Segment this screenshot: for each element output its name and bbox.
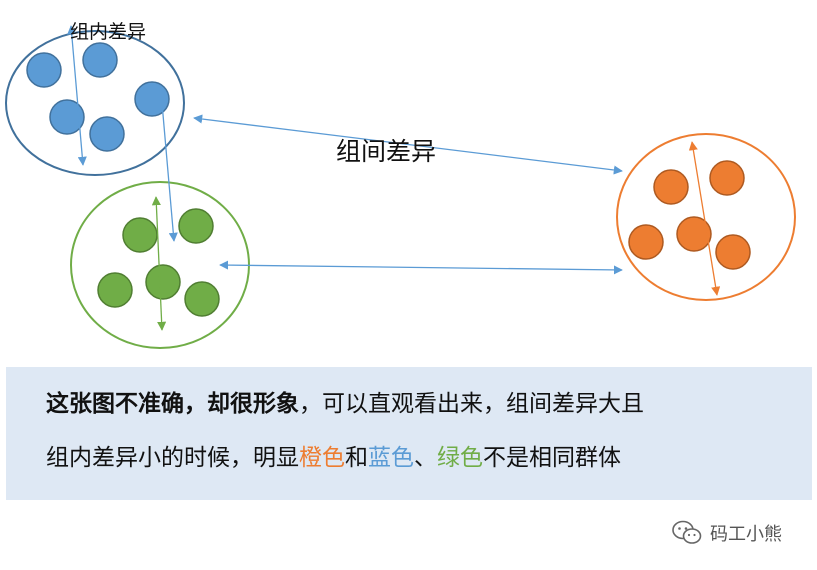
caption-orange-word: 橙色: [299, 445, 345, 471]
caption-text: ，可以直观看出来，组间差异大且: [299, 391, 644, 417]
caption-box: 这张图不准确，却很形象，可以直观看出来，组间差异大且 组内差异小的时候，明显橙色…: [6, 367, 812, 500]
orange-dot: [676, 216, 712, 252]
caption-green-word: 绿色: [437, 445, 483, 471]
within-group-label: 组内差异: [70, 21, 146, 43]
green-dot: [145, 264, 181, 300]
caption-text: 组内差异小的时候，明显: [46, 445, 299, 471]
green-dot: [184, 281, 220, 317]
orange-group-boundary: [616, 133, 796, 301]
green-orange-between-arrow: [219, 260, 623, 275]
blue-dot: [89, 116, 125, 152]
orange-dot: [715, 234, 751, 270]
between-group-label: 组间差异: [336, 138, 436, 166]
orange-within-arrow: [688, 141, 721, 296]
green-dot: [178, 208, 214, 244]
orange-dot: [709, 160, 745, 196]
blue-group-boundary: [5, 30, 185, 176]
orange-group: [616, 133, 796, 301]
watermark: 码工小熊: [672, 520, 782, 546]
caption-line-2: 组内差异小的时候，明显橙色和蓝色、绿色不是相同群体: [46, 443, 812, 473]
green-within-arrow: [151, 196, 167, 331]
blue-dot: [134, 81, 170, 117]
cluster-diagram: 组内差异 组间差异: [5, 21, 796, 349]
orange-dot: [628, 224, 664, 260]
green-dot: [122, 217, 158, 253]
watermark-label: 码工小熊: [710, 524, 782, 545]
green-dot: [97, 272, 133, 308]
caption-text: 和: [345, 445, 368, 471]
blue-dot: [82, 42, 118, 78]
caption-line-1: 这张图不准确，却很形象，可以直观看出来，组间差异大且: [46, 389, 812, 419]
wechat-icon: [672, 520, 702, 544]
caption-text: 、: [414, 445, 437, 471]
caption-text: 不是相同群体: [483, 445, 621, 471]
blue-orange-between-arrow: [193, 114, 623, 175]
blue-dot: [26, 52, 62, 88]
green-group: [70, 181, 250, 349]
caption-blue-word: 蓝色: [368, 445, 414, 471]
orange-dot: [653, 169, 689, 205]
caption-emphasis: 这张图不准确，却很形象: [46, 391, 299, 417]
blue-within-arrow: [67, 25, 87, 166]
blue-green-between-arrow: [161, 102, 178, 242]
blue-group: 组内差异: [5, 21, 185, 176]
